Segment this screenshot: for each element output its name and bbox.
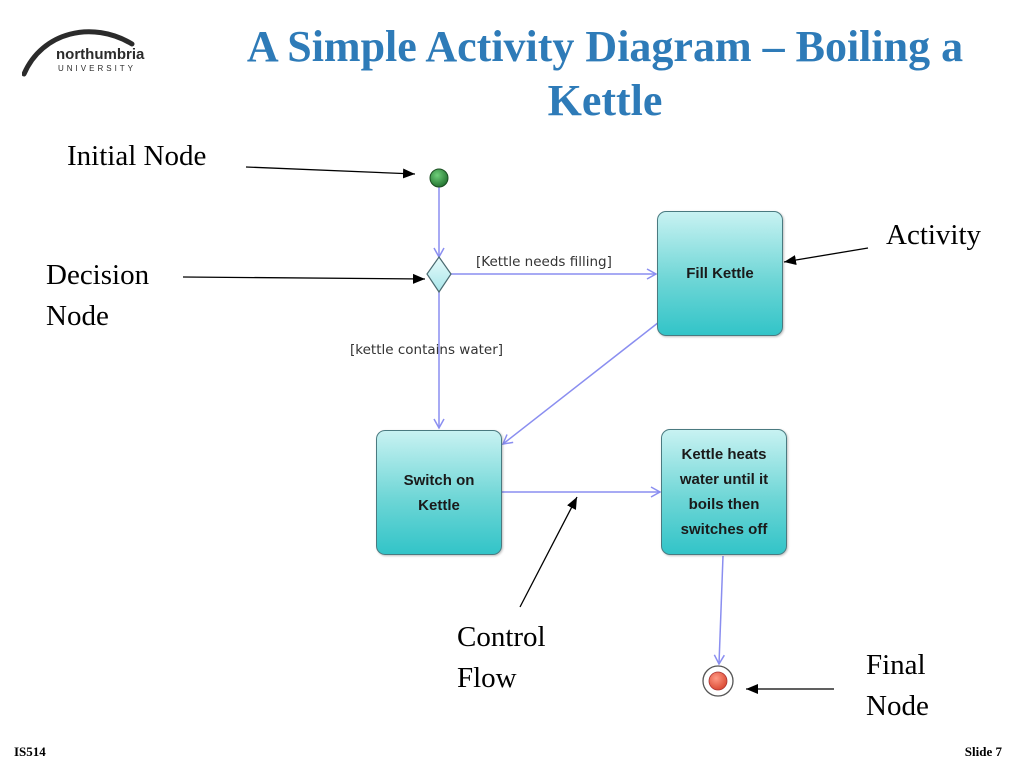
flow-heats-to-final [713,555,725,666]
university-logo: northumbria UNIVERSITY [22,22,172,82]
decision-node [426,255,452,294]
label-initial-node: Initial Node [67,140,207,172]
activity-kettle-heats-line3: boils then [688,496,760,513]
activity-kettle-heats: Kettle heats water until it boils then s… [661,429,787,555]
pointer-decision-node [182,273,426,284]
logo-swoosh-icon [22,29,135,77]
activity-switch-on-line2: Kettle [418,496,460,514]
activity-fill-kettle: Fill Kettle [657,211,783,336]
guard-kettle-needs-filling: [Kettle needs filling] [476,254,612,270]
final-node [702,665,734,697]
label-control-flow-line1: Control [457,621,546,653]
label-activity: Activity [886,219,982,251]
flow-fill-to-switch [501,321,660,445]
logo-subtitle: UNIVERSITY [58,64,137,73]
footer-course-code: IS514 [14,744,46,759]
guard-kettle-contains-water: [kettle contains water] [350,342,504,358]
initial-node [429,168,449,188]
slide-title: A Simple Activity Diagram – Boiling a Ke… [246,22,964,125]
label-control-flow-line2: Flow [457,662,517,694]
activity-switch-on-kettle: Switch on Kettle [376,430,502,555]
annotation-arrows [182,166,869,694]
label-decision-node-line2: Node [46,300,109,332]
activity-fill-kettle-label: Fill Kettle [686,265,754,282]
logo-wordmark: northumbria [56,46,145,63]
label-final-node-line1: Final [866,649,926,681]
control-flows [433,187,725,666]
activity-kettle-heats-line4: switches off [680,521,768,538]
label-decision-node-line1: Decision [46,259,150,291]
activity-kettle-heats-line2: water until it [679,471,769,488]
pointer-activity [783,247,869,265]
pointer-initial-node [245,166,416,179]
activity-switch-on-line1: Switch on [403,471,475,489]
footer-slide-number: Slide 7 [964,744,1002,759]
label-final-node-line2: Node [866,690,929,722]
activity-kettle-heats-line1: Kettle heats [681,446,767,463]
pointer-control-flow [519,496,578,608]
